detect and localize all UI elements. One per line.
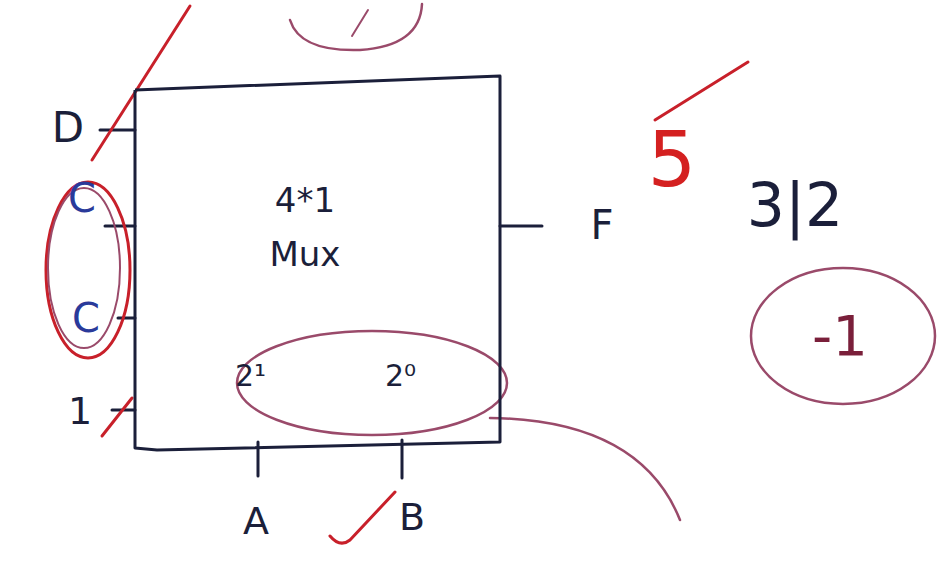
pin-label: 1 (68, 392, 92, 432)
score-circle (751, 268, 935, 404)
pin-label: C (68, 177, 96, 219)
check-mark (330, 492, 395, 543)
input-wire (118, 317, 135, 320)
input-wire (105, 225, 135, 228)
pin-label: A (243, 502, 269, 542)
grade-mark: -1 (812, 307, 868, 366)
red-slash (92, 6, 190, 160)
select-weight: 2⁰ (385, 360, 416, 392)
red-slash (102, 398, 132, 436)
grade-mark: 3|2 (747, 174, 844, 237)
red-stroke (655, 62, 748, 120)
pin-label: B (399, 498, 425, 538)
partial-mark (352, 10, 368, 36)
grade-mark: 5 (648, 120, 696, 200)
pin-label: D (52, 106, 84, 150)
pin-label: F (590, 204, 613, 246)
output-wire (500, 225, 542, 228)
mux-title: 4*1 Mux (255, 173, 355, 282)
select-ellipse (237, 331, 507, 435)
select-weight: 2¹ (235, 360, 266, 392)
partial-circle (290, 4, 422, 50)
mux-box: 4*1 Mux 2¹ 2⁰ (135, 78, 500, 450)
pin-label: C (72, 297, 100, 339)
leader-curve (490, 418, 680, 520)
mux-border (135, 76, 500, 450)
input-wire (100, 129, 135, 132)
